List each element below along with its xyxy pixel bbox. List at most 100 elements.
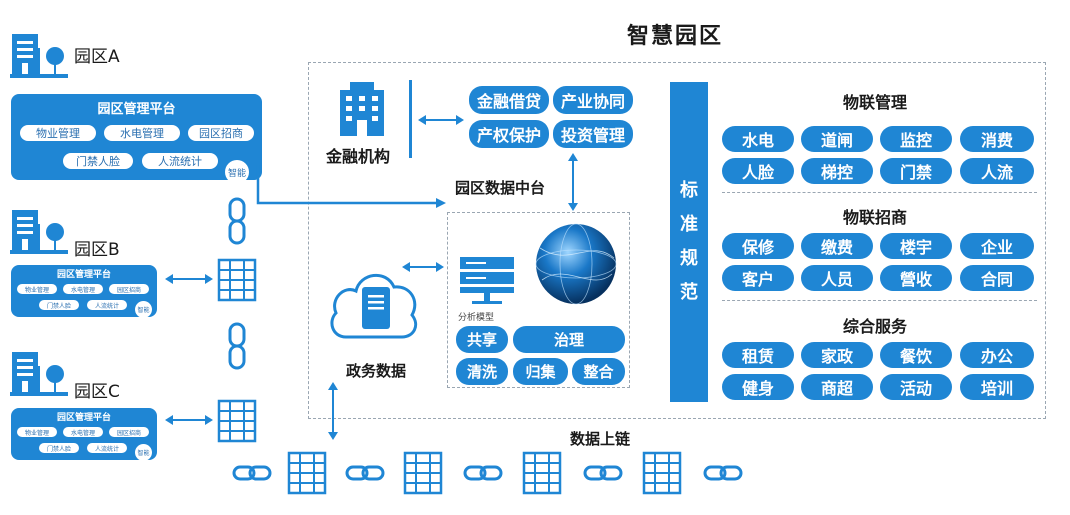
iot-mgmt-item: 道闸 xyxy=(801,126,873,152)
data-tag-pill: 整合 xyxy=(572,358,625,385)
double-arrow xyxy=(165,274,213,284)
chain-link-icon xyxy=(345,465,385,481)
server-icon xyxy=(522,451,562,495)
platform-c-item: 人流统计 xyxy=(87,443,127,453)
standard-char: 准 xyxy=(680,214,698,235)
standard-bar: 标 准 规 范 xyxy=(670,82,708,402)
bank-building-icon xyxy=(340,82,384,136)
chain-link-icon xyxy=(228,322,246,370)
iot-mgmt-title: 物联管理 xyxy=(842,93,907,112)
service-item: 餐饮 xyxy=(880,342,952,368)
smart-park-frame xyxy=(308,62,1046,419)
iot-invest-item: 合同 xyxy=(960,265,1034,291)
chain-link-icon xyxy=(703,465,743,481)
iot-mgmt-item: 水电 xyxy=(722,126,794,152)
platform-b-item: 水电管理 xyxy=(63,284,103,294)
server-stack-icon xyxy=(460,257,514,304)
service-item: 家政 xyxy=(801,342,873,368)
chain-link-icon xyxy=(232,465,272,481)
park-a-label: 园区A xyxy=(74,47,120,67)
vertical-double-arrow xyxy=(568,153,578,211)
platform-c: 园区管理平台 物业管理 水电管理 园区招商 门禁人脸 人流统计 智能 xyxy=(11,408,157,461)
iot-invest-item: 楼宇 xyxy=(880,233,952,259)
iot-invest-item: 人员 xyxy=(801,265,873,291)
services-title: 综合服务 xyxy=(842,317,907,336)
server-icon xyxy=(217,258,257,302)
platform-c-item: 门禁人脸 xyxy=(39,443,79,453)
iot-invest-title: 物联招商 xyxy=(842,208,907,227)
building-icon xyxy=(10,34,68,78)
server-icon xyxy=(403,451,443,495)
server-icon xyxy=(642,451,682,495)
iot-mgmt-item: 门禁 xyxy=(880,158,952,184)
iot-mgmt-item: 人流 xyxy=(960,158,1034,184)
platform-c-item: 物业管理 xyxy=(17,427,57,437)
service-item: 健身 xyxy=(722,374,794,400)
building-icon xyxy=(10,210,68,254)
chain-link-icon xyxy=(583,465,623,481)
platform-c-item: 园区招商 xyxy=(109,427,149,437)
data-tag-pill: 清洗 xyxy=(456,358,508,385)
double-arrow xyxy=(165,415,213,425)
platform-a-title: 园区管理平台 xyxy=(97,102,176,117)
finance-separator xyxy=(409,80,412,158)
platform-a-item: 人流统计 xyxy=(142,153,218,169)
finance-service-pill: 产权保护 xyxy=(469,120,549,148)
iot-invest-item: 保修 xyxy=(722,233,794,259)
chain-label: 数据上链 xyxy=(570,430,631,448)
finance-label: 金融机构 xyxy=(326,147,391,166)
platform-b-item: 园区招商 xyxy=(109,284,149,294)
section-divider xyxy=(722,192,1037,193)
chain-link-icon xyxy=(463,465,503,481)
service-item: 商超 xyxy=(801,374,873,400)
standard-char: 标 xyxy=(680,180,698,201)
iot-invest-item: 營收 xyxy=(880,265,952,291)
iot-mgmt-item: 消费 xyxy=(960,126,1034,152)
gov-data-label: 政务数据 xyxy=(346,362,407,380)
platform-b-item: 物业管理 xyxy=(17,284,57,294)
data-center-label: 园区数据中台 xyxy=(455,179,546,197)
park-c-label: 园区C xyxy=(74,382,120,402)
diagram-title: 智慧园区 xyxy=(626,24,723,49)
platform-a-item: 水电管理 xyxy=(104,125,180,141)
iot-mgmt-item: 监控 xyxy=(880,126,952,152)
service-item: 租赁 xyxy=(722,342,794,368)
double-arrow xyxy=(418,115,464,125)
data-tag-pill: 治理 xyxy=(513,326,625,353)
standard-char: 规 xyxy=(680,248,698,269)
platform-c-corner: 智能 xyxy=(135,444,152,461)
server-icon xyxy=(287,451,327,495)
service-item: 活动 xyxy=(880,374,952,400)
globe-icon xyxy=(535,223,617,305)
building-icon xyxy=(10,352,68,396)
finance-service-pill: 金融借贷 xyxy=(469,86,549,114)
platform-b-item: 人流统计 xyxy=(87,300,127,310)
platform-c-item: 水电管理 xyxy=(63,427,103,437)
finance-service-pill: 投资管理 xyxy=(553,120,633,148)
iot-mgmt-item: 人脸 xyxy=(722,158,794,184)
platform-a-item: 园区招商 xyxy=(188,125,254,141)
server-icon xyxy=(217,399,257,443)
platform-a: 园区管理平台 物业管理 水电管理 园区招商 门禁人脸 人流统计 智能 xyxy=(11,94,262,184)
cloud-server-icon xyxy=(330,273,418,339)
platform-c-title: 园区管理平台 xyxy=(56,413,111,423)
standard-char: 范 xyxy=(680,282,698,303)
server-caption: 分析模型 xyxy=(458,313,495,323)
data-center-frame xyxy=(447,212,630,388)
data-tag-pill: 共享 xyxy=(456,326,508,353)
platform-b-corner: 智能 xyxy=(135,301,152,318)
iot-mgmt-item: 梯控 xyxy=(801,158,873,184)
vertical-double-arrow xyxy=(328,382,338,440)
platform-a-item: 门禁人脸 xyxy=(63,153,133,169)
iot-invest-item: 缴费 xyxy=(801,233,873,259)
double-arrow xyxy=(402,262,444,272)
chain-link-icon xyxy=(228,197,246,245)
data-tag-pill: 归集 xyxy=(513,358,568,385)
iot-invest-item: 客户 xyxy=(722,265,794,291)
platform-b: 园区管理平台 物业管理 水电管理 园区招商 门禁人脸 人流统计 智能 xyxy=(11,265,157,318)
service-item: 培训 xyxy=(960,374,1034,400)
platform-b-item: 门禁人脸 xyxy=(39,300,79,310)
platform-a-corner: 智能 xyxy=(225,160,249,184)
iot-invest-item: 企业 xyxy=(960,233,1034,259)
